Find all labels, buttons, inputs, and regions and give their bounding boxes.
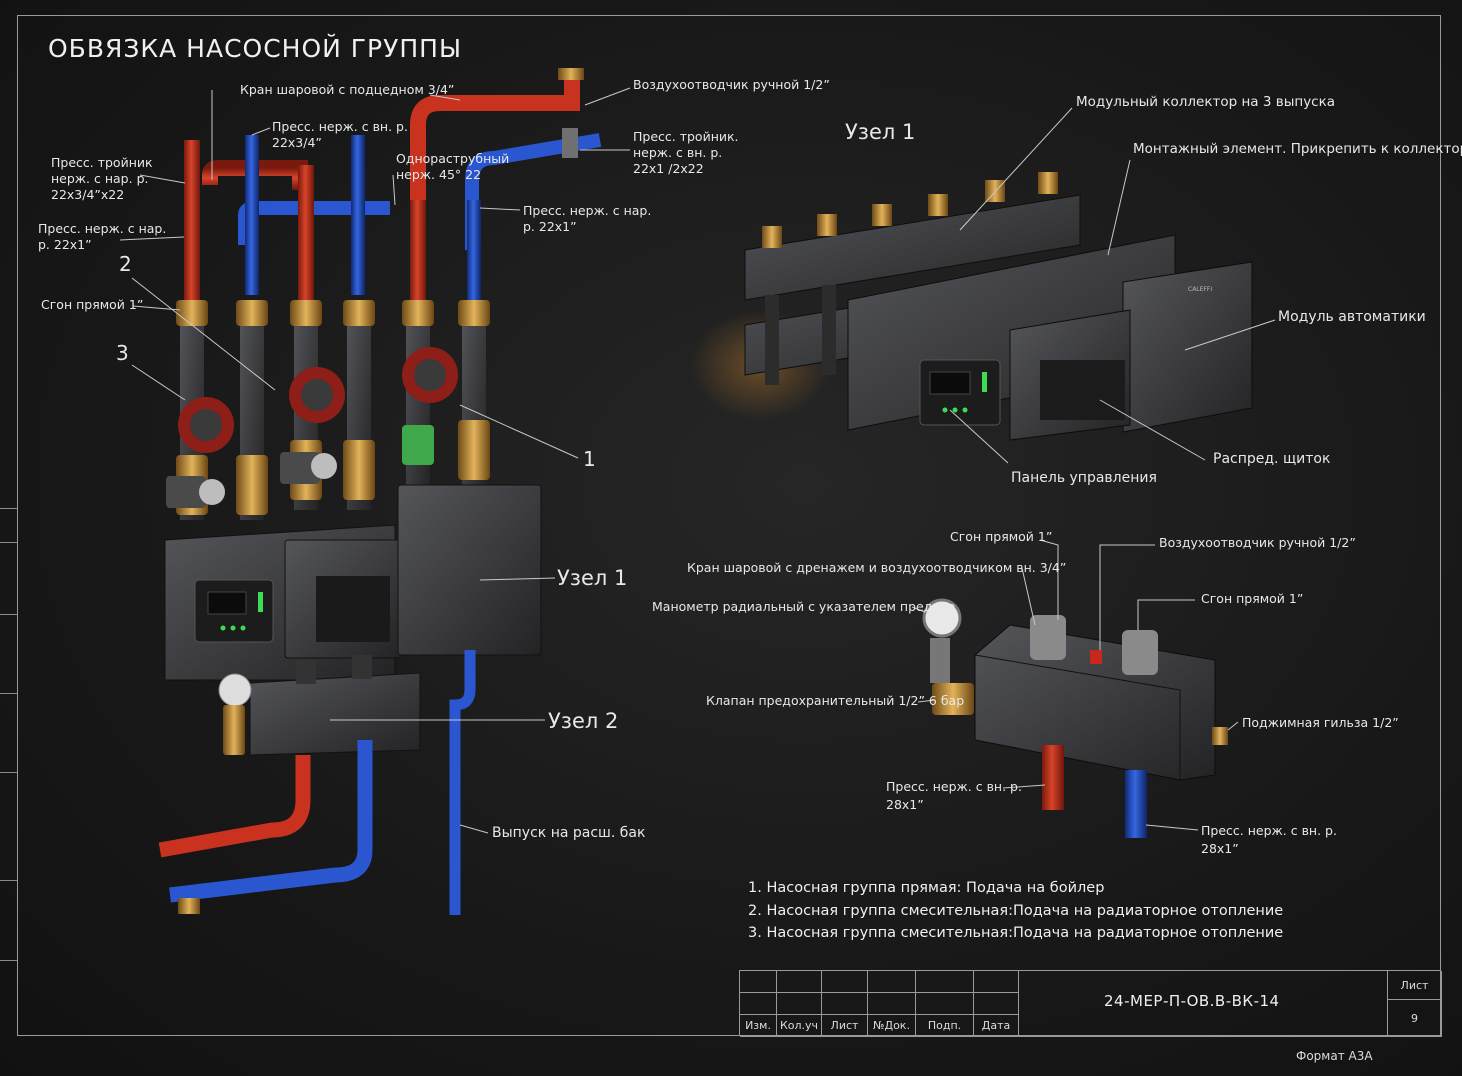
tb-sheet-label: Лист (1388, 971, 1442, 1000)
label-mounting-element: Монтажный элемент. Прикрепить к коллекто… (1133, 141, 1462, 157)
drawing-frame (17, 15, 1441, 1036)
label-control-panel: Панель управления (1011, 470, 1157, 486)
note-2: 2. Насосная группа смесительная:Подача н… (748, 903, 1284, 919)
tb-sheet-number: 9 (1388, 1000, 1442, 1037)
callout-number-2: 2 (119, 252, 132, 276)
title-block: Изм. Кол.уч Лист №Док. Подп. Дата Лист 9 (739, 970, 1442, 1037)
label-press-out-left-2: р. 22х1” (38, 237, 92, 252)
label-u2-press-left-1: Пресс. нерж. с вн. р. (886, 779, 1022, 794)
label-tee-right-1: Пресс. тройник. (633, 129, 739, 144)
leader-lines-unit1 (949, 107, 1276, 464)
unit1-heading: Узел 1 (845, 120, 916, 144)
label-distribution-box: Распред. щиток (1213, 451, 1331, 467)
tb-col-date: Дата (974, 1015, 1019, 1037)
label-tee-left-2: нерж. с нар. р. (51, 171, 149, 186)
callout-number-1: 1 (583, 447, 596, 471)
brand-logo: CALEFFI (1188, 286, 1213, 293)
label-u2-press-right-1: Пресс. нерж. с вн. р. (1201, 823, 1337, 838)
label-expansion-outlet: Выпуск на расш. бак (492, 825, 646, 841)
label-u2-air-vent: Воздухоотводчик ручной 1/2” (1159, 535, 1356, 550)
tb-col-izm: Изм. (740, 1015, 777, 1037)
callout-number-3: 3 (116, 341, 129, 365)
leader-lines-unit2 (911, 539, 1239, 831)
tb-col-list: Лист (822, 1015, 868, 1037)
label-single-bend-1: Однораструбный (396, 151, 510, 166)
label-air-vent-top: Воздухоотводчик ручной 1/2” (633, 77, 830, 92)
sheet-format: Формат А3А (1296, 1049, 1373, 1063)
label-press-in-1: Пресс. нерж. с вн. р. (272, 119, 408, 134)
tb-col-sign: Подп. (916, 1015, 974, 1037)
drawing-code: 24-МЕР-П-ОВ.В-ВК-14 (1104, 992, 1280, 1010)
label-tee-right-3: 22х1 /2х22 (633, 161, 704, 176)
label-press-in-1b: 22х3/4” (272, 135, 322, 150)
label-tee-left-1: Пресс. тройник (51, 155, 153, 170)
label-u2-press-right-2: 28х1” (1201, 841, 1239, 856)
label-unit1: Узел 1 (557, 566, 628, 590)
label-u2-press-left-2: 28х1” (886, 797, 924, 812)
label-tee-left-3: 22х3/4”х22 (51, 187, 125, 202)
label-tee-right-2: нерж. с вн. р. (633, 145, 723, 160)
label-u2-manometer: Манометр радиальный с указателем предела (652, 599, 956, 614)
label-press-out-right-1: Пресс. нерж. с нар. (523, 203, 652, 218)
tb-col-doc: №Док. (868, 1015, 916, 1037)
label-union-straight: Сгон прямой 1” (41, 297, 144, 312)
main-assembly (158, 68, 602, 915)
unit2-detail-view (922, 598, 1228, 838)
tb-col-kol: Кол.уч (777, 1015, 822, 1037)
label-single-bend-2: нерж. 45° 22 (396, 167, 482, 182)
label-u2-union-left: Сгон прямой 1” (950, 529, 1053, 544)
label-unit2: Узел 2 (548, 709, 619, 733)
page-title: ОБВЯЗКА НАСОСНОЙ ГРУППЫ (48, 34, 463, 63)
sheet-edge-marks (0, 0, 17, 1076)
leader-lines-left (119, 87, 631, 834)
label-valve-rear: Кран шаровой с подцедном 3/4” (240, 82, 455, 97)
unit1-exploded-view (690, 172, 1253, 441)
label-u2-drain-valve: Кран шаровой с дренажем и воздухоотводчи… (687, 560, 1067, 575)
label-press-out-left-1: Пресс. нерж. с нар. (38, 221, 167, 236)
label-u2-sleeve: Поджимная гильза 1/2” (1242, 715, 1399, 730)
note-1: 1. Насосная группа прямая: Подача на бой… (748, 880, 1105, 896)
label-u2-safety-valve: Клапан предохранительный 1/2” 6 бар (706, 693, 965, 708)
label-manifold: Модульный коллектор на 3 выпуска (1076, 94, 1336, 110)
note-3: 3. Насосная группа смесительная:Подача н… (748, 925, 1284, 941)
label-u2-union-right: Сгон прямой 1” (1201, 591, 1304, 606)
label-automation-module: Модуль автоматики (1278, 309, 1426, 325)
label-press-out-right-2: р. 22х1” (523, 219, 577, 234)
